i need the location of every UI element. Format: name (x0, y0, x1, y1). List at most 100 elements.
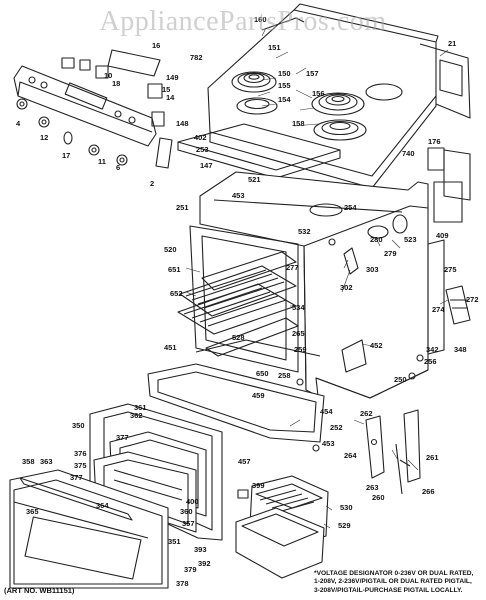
clip-342 (416, 354, 424, 362)
callout-17: 17 (62, 151, 70, 160)
callout-360: 360 (180, 507, 193, 516)
callout-12: 12 (40, 133, 48, 142)
callout-157: 157 (306, 69, 319, 78)
storage-drawer (147, 339, 325, 443)
callout-10: 10 (104, 71, 112, 80)
control-knobs (16, 98, 128, 166)
callout-252: 252 (330, 423, 343, 432)
callout-279: 279 (384, 249, 397, 258)
callout-399: 399 (252, 481, 265, 490)
callout-302: 302 (340, 283, 353, 292)
bake-element (205, 317, 299, 357)
callout-520: 520 (164, 245, 177, 254)
callout-256: 256 (424, 357, 437, 366)
callout-6: 6 (116, 163, 120, 172)
callout-21: 21 (448, 39, 456, 48)
callout-457: 457 (238, 457, 251, 466)
callout-253: 253 (196, 145, 209, 154)
callout-740: 740 (402, 149, 415, 158)
side-bracket (427, 239, 445, 355)
callout-351: 351 (168, 537, 181, 546)
callout-258: 258 (278, 371, 291, 380)
callout-259: 259 (294, 345, 307, 354)
right-surface-unit (311, 92, 367, 141)
callout-250: 250 (394, 375, 407, 384)
callout-262: 262 (360, 409, 373, 418)
callout-532: 532 (298, 227, 311, 236)
callout-652: 652 (170, 289, 183, 298)
callout-782: 782 (190, 53, 203, 62)
control-panel (13, 65, 157, 147)
leader-lines (185, 27, 449, 529)
left-surface-unit (231, 71, 278, 115)
callout-392: 392 (198, 559, 211, 568)
callout-263: 263 (366, 483, 379, 492)
callout-155: 155 (278, 81, 291, 90)
callout-158: 158 (292, 119, 305, 128)
callout-362: 362 (130, 411, 143, 420)
callout-529: 529 (338, 521, 351, 530)
callout-280: 280 (370, 235, 383, 244)
callout-2: 2 (150, 179, 154, 188)
outer-door (9, 469, 169, 589)
voltage-footnote: *VOLTAGE DESIGNATOR 0-236V OR DUAL RATED… (314, 570, 484, 595)
callout-377-lower: 377 (70, 473, 83, 482)
footnote-line: *VOLTAGE DESIGNATOR 0-236V OR DUAL RATED… (314, 570, 474, 577)
callout-148: 148 (176, 119, 189, 128)
callout-378: 378 (176, 579, 189, 588)
callout-358: 358 (22, 457, 35, 466)
callout-453-lower: 453 (322, 439, 335, 448)
oven-racks (177, 251, 297, 335)
callout-266: 266 (422, 487, 435, 496)
callout-453: 453 (232, 191, 245, 200)
rear-panel (419, 43, 471, 119)
oven-body (189, 171, 429, 399)
callout-156: 156 (312, 89, 325, 98)
callout-labels: 160 151 21 16 150 157 156 155 154 158 14… (16, 15, 479, 588)
callout-375: 375 (74, 461, 87, 470)
callout-451: 451 (164, 343, 177, 352)
callout-147: 147 (200, 161, 213, 170)
callout-15: 15 (162, 85, 170, 94)
callout-454: 454 (320, 407, 333, 416)
callout-376: 376 (74, 449, 87, 458)
callout-303: 303 (366, 265, 379, 274)
callout-363: 363 (40, 457, 53, 466)
callout-361: 361 (134, 403, 147, 412)
callout-357: 357 (182, 519, 195, 528)
footnote-line: 1-208V, 2-236V/PIGTAIL OR DUAL RATED PIG… (314, 578, 472, 586)
callout-393: 393 (194, 545, 207, 554)
callout-14: 14 (166, 93, 175, 102)
callout-16: 16 (152, 41, 160, 50)
callout-264: 264 (344, 451, 357, 460)
callout-150: 150 (278, 69, 291, 78)
callout-530: 530 (340, 503, 353, 512)
callout-154: 154 (278, 95, 291, 104)
callout-261: 261 (426, 453, 439, 462)
callout-350: 350 (72, 421, 85, 430)
callout-402: 402 (194, 133, 207, 142)
callout-176: 176 (428, 137, 441, 146)
callout-260: 260 (372, 493, 385, 502)
callout-275: 275 (444, 265, 457, 274)
callout-400: 400 (186, 497, 199, 506)
callout-364: 364 (96, 501, 109, 510)
callout-4: 4 (16, 119, 21, 128)
callout-149: 149 (166, 73, 179, 82)
callout-409: 409 (436, 231, 449, 240)
art-number: (ART NO. WB11151) (4, 586, 75, 595)
callout-377: 377 (116, 433, 129, 442)
callout-528: 528 (232, 333, 245, 342)
callout-452: 452 (370, 341, 383, 350)
callout-151: 151 (268, 43, 281, 52)
callout-521: 521 (248, 175, 261, 184)
callout-11: 11 (98, 157, 106, 166)
callout-254: 254 (344, 203, 357, 212)
callout-18: 18 (112, 79, 120, 88)
callout-265: 265 (292, 329, 305, 338)
footnote-line: 3-208V/PIGTAIL-PURCHASE PIGTAIL LOCALLY. (314, 586, 463, 594)
callout-277: 277 (286, 263, 299, 272)
callout-651: 651 (168, 265, 181, 274)
